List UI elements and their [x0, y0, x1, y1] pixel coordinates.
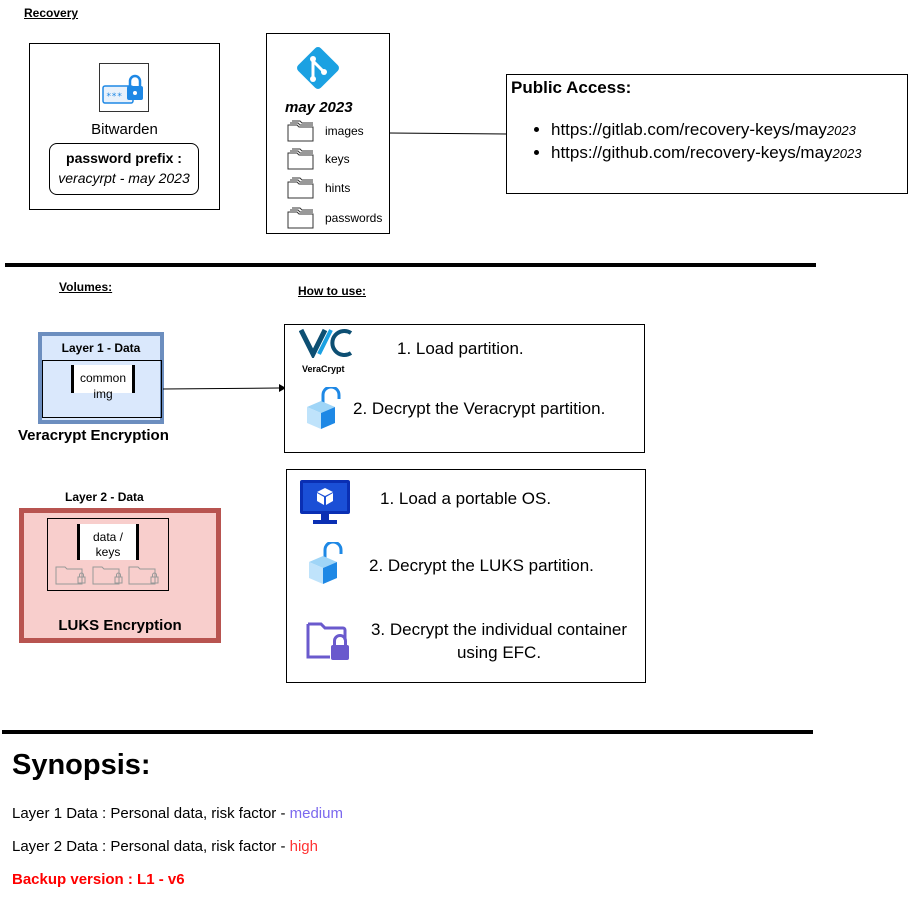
locked-folder-icon	[92, 566, 123, 585]
layer1-inner-label: common img	[79, 371, 126, 401]
password-prefix-box: password prefix : veracyrpt - may 2023	[49, 143, 199, 195]
how-to-use-heading: How to use:	[298, 284, 366, 298]
svg-text:***: ***	[106, 92, 122, 102]
folder-keys: keys	[287, 148, 350, 170]
monitor-icon	[299, 479, 351, 530]
recovery-heading: Recovery	[24, 6, 79, 20]
folder-icon	[287, 148, 314, 170]
bitwarden-panel: *** Bitwarden password prefix : veracyrp…	[29, 43, 220, 210]
layer1-title: Layer 1 - Data	[61, 341, 141, 355]
section-divider	[5, 263, 816, 267]
folder-icon	[287, 120, 314, 142]
bitwarden-password-icon: ***	[99, 63, 149, 112]
folder-icon	[287, 177, 314, 199]
synopsis-layer1: Layer 1 Data : Personal data, risk facto…	[12, 805, 343, 822]
repo-title: may 2023	[285, 99, 353, 116]
unlock-cube-icon	[305, 540, 347, 591]
folder-label: images	[325, 124, 364, 138]
repo-connector-line	[389, 132, 508, 135]
folder-label: hints	[325, 181, 351, 195]
locked-folder-icon	[128, 566, 159, 585]
luks-steps-panel: 1. Load a portable OS. 2. Decrypt the LU…	[286, 469, 646, 683]
luks-step-3: 3. Decrypt the individual container usin…	[370, 620, 628, 662]
git-icon	[291, 41, 345, 100]
locked-folder-icon	[305, 619, 353, 668]
synopsis-title: Synopsis:	[12, 749, 151, 781]
luks-step-1: 1. Load a portable OS.	[380, 489, 552, 508]
bitwarden-label: Bitwarden	[91, 121, 158, 138]
layer2-inner-label: data / keys	[92, 530, 124, 559]
public-access-title: Public Access:	[511, 78, 632, 97]
layer2-volume: data / keys LUKS Encryption	[19, 508, 221, 643]
layer2-container	[77, 524, 139, 560]
layer1-caption: Veracrypt Encryption	[18, 427, 169, 444]
password-prefix-title: password prefix :	[66, 150, 182, 166]
gitlab-link[interactable]: https://gitlab.com/recovery-keys/may2023	[551, 119, 861, 142]
backup-version: Backup version : L1 - v6	[12, 871, 185, 888]
volumes-heading: Volumes:	[59, 280, 113, 294]
folder-icon	[287, 207, 314, 229]
folder-label: passwords	[325, 211, 383, 225]
risk-level-medium: medium	[289, 805, 343, 822]
unlock-cube-icon	[303, 385, 345, 436]
layer1-container	[71, 365, 135, 393]
github-link[interactable]: https://github.com/recovery-keys/may2023	[551, 142, 861, 165]
password-prefix-value: veracyrpt - may 2023	[58, 170, 190, 186]
folder-passwords: passwords	[287, 207, 382, 229]
layer1-inner-box: common img	[42, 360, 162, 418]
public-access-links: https://gitlab.com/recovery-keys/may2023…	[507, 119, 861, 165]
layer2-title: Layer 2 - Data	[65, 490, 144, 504]
folder-images: images	[287, 120, 364, 142]
layer1-arrow	[163, 384, 286, 392]
layer2-inner-box: data / keys	[47, 518, 169, 591]
repo-panel: may 2023 images keys hints passwords	[266, 33, 390, 234]
locked-folder-icon	[55, 566, 86, 585]
luks-step-2: 2. Decrypt the LUKS partition.	[369, 556, 594, 575]
layer2-caption: LUKS Encryption	[58, 617, 182, 634]
folder-hints: hints	[287, 177, 350, 199]
risk-level-high: high	[289, 838, 318, 855]
public-access-panel: Public Access: https://gitlab.com/recove…	[506, 74, 908, 194]
veracrypt-step-1: 1. Load partition.	[397, 339, 524, 358]
veracrypt-logo-icon: VeraCrypt	[298, 328, 355, 374]
folder-label: keys	[325, 152, 350, 166]
veracrypt-steps-panel: VeraCrypt 1. Load partition. 2. Decrypt …	[284, 324, 645, 453]
synopsis-layer2: Layer 2 Data : Personal data, risk facto…	[12, 838, 318, 855]
veracrypt-logo-text: VeraCrypt	[302, 364, 345, 374]
section-divider	[2, 730, 813, 734]
layer1-volume: Layer 1 - Data common img	[38, 332, 164, 424]
veracrypt-step-2: 2. Decrypt the Veracrypt partition.	[353, 399, 606, 418]
